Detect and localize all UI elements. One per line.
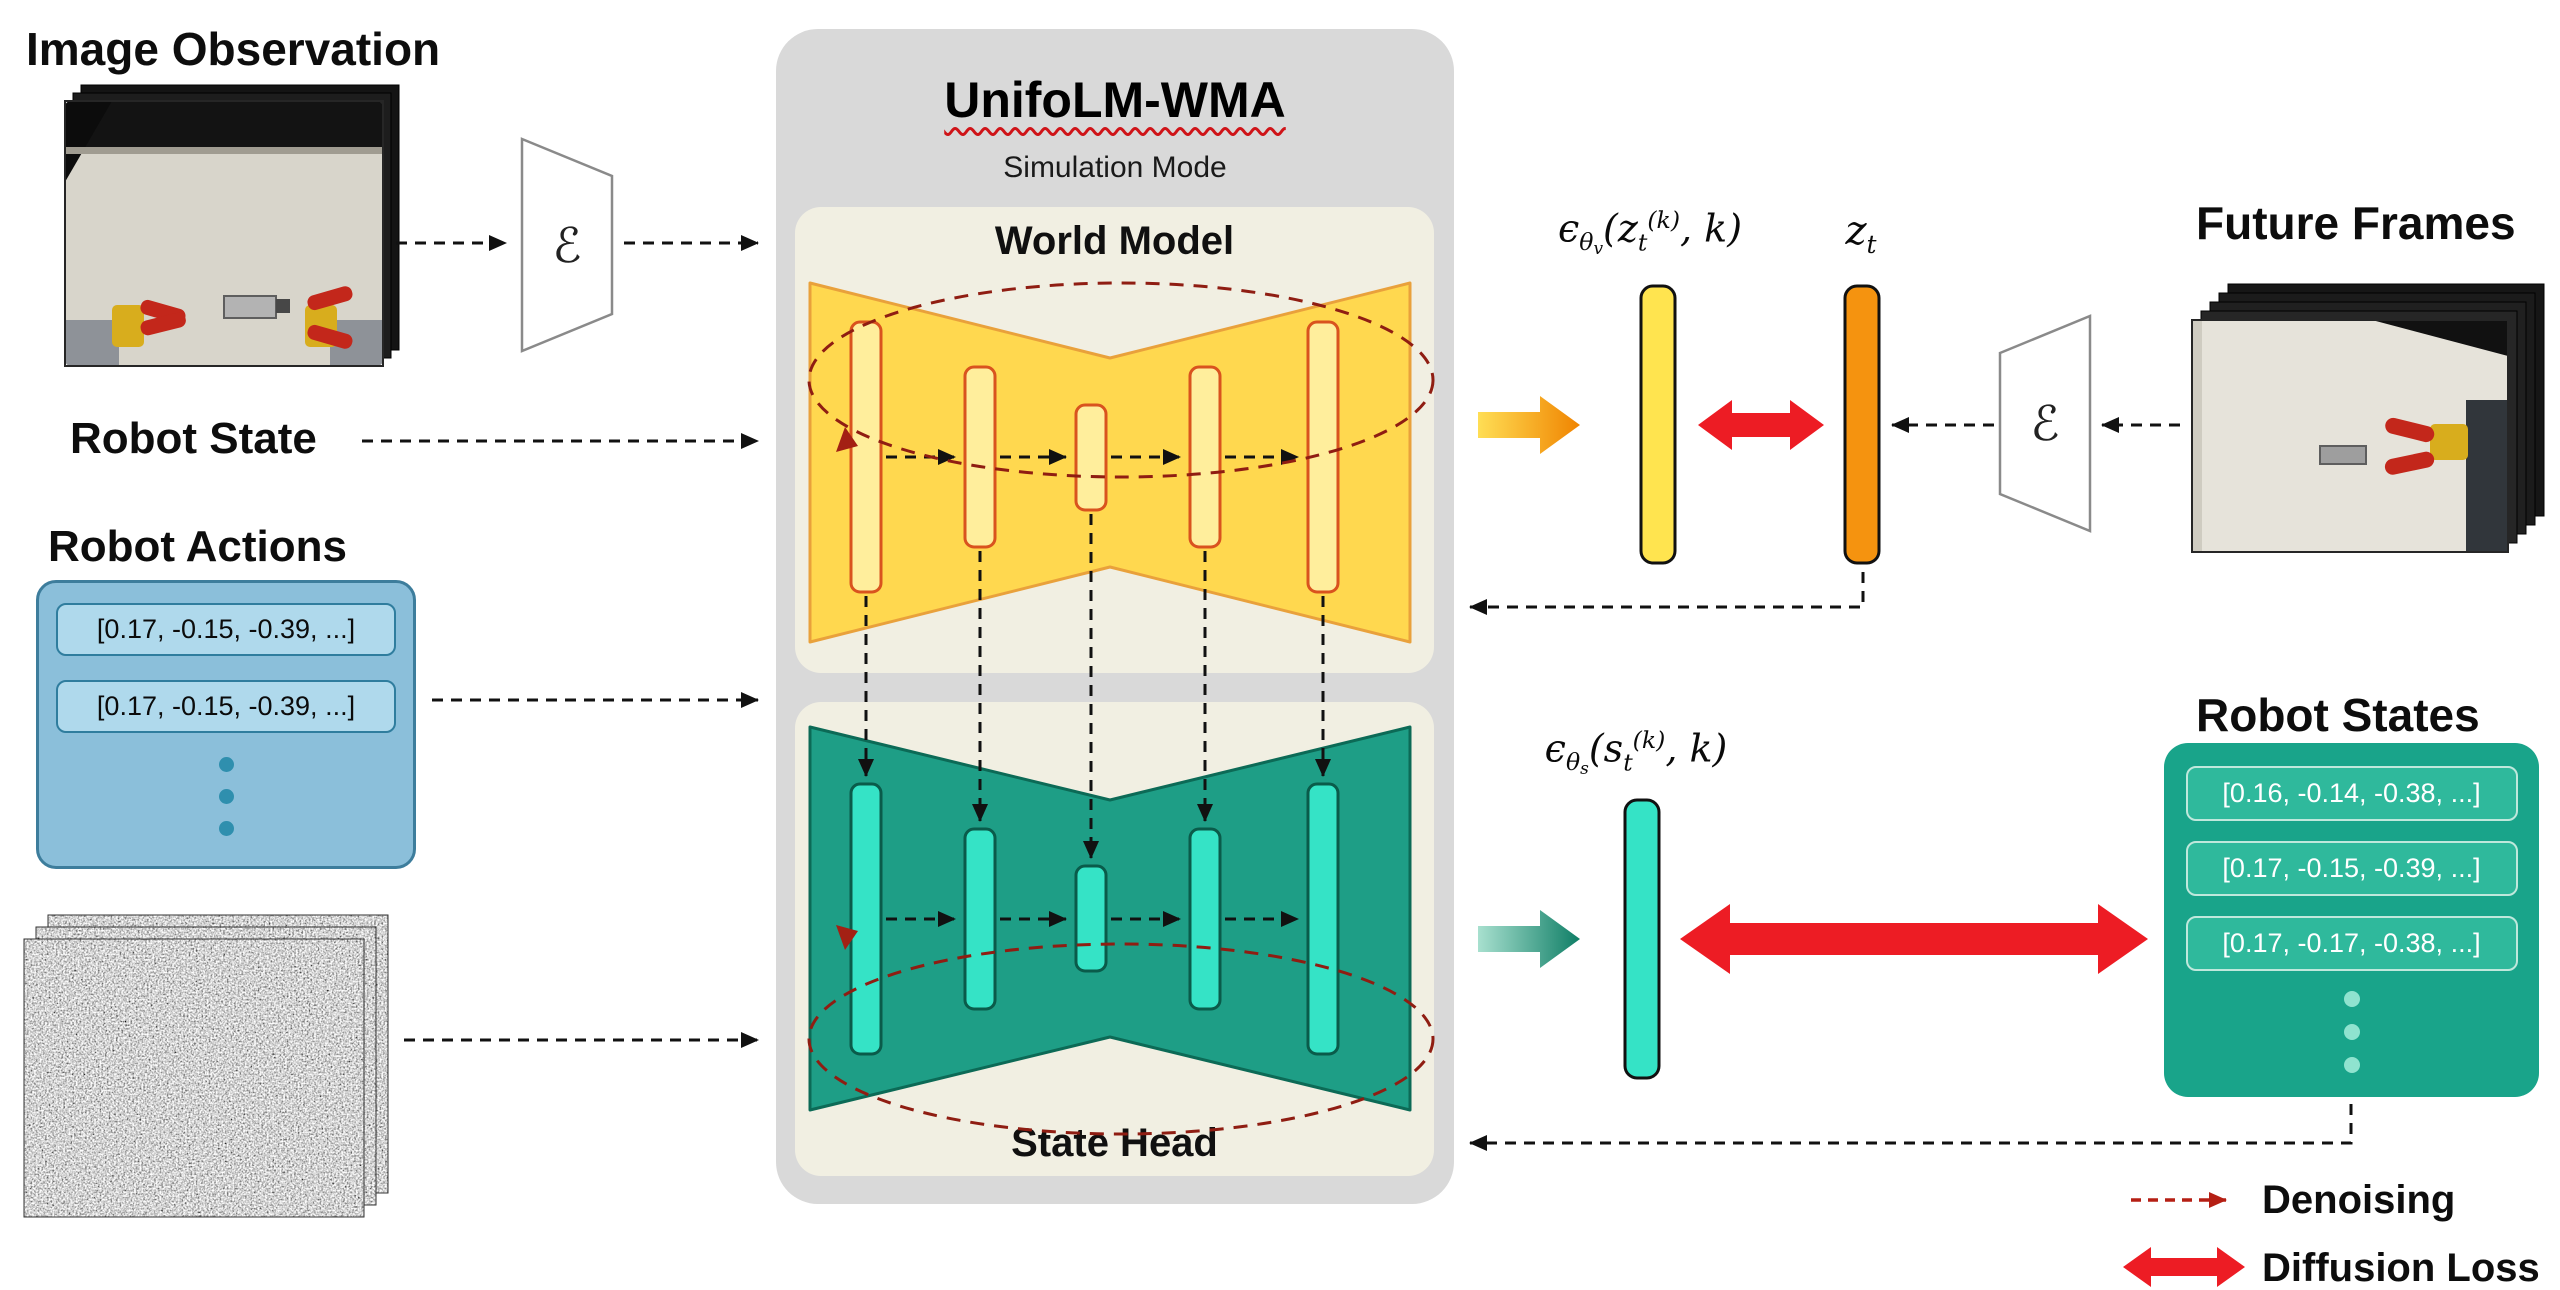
state-vector-row: [0.17, -0.17, -0.38, ...]	[2185, 916, 2518, 971]
noise-frame	[36, 927, 376, 1205]
frame-stack-layer	[2200, 310, 2518, 544]
noise-input-stack	[23, 914, 389, 1218]
simulation-mode-subtitle: Simulation Mode	[1003, 151, 1227, 184]
predicted-noise-bar	[1639, 284, 1677, 565]
photo-stack-layer	[72, 92, 392, 359]
state-noise-prediction-label: ϵθs(st(k), k)	[1544, 726, 1728, 779]
encoder-symbol: ℰ	[552, 218, 581, 274]
dot	[2343, 1057, 2360, 1073]
frame-stack-layer	[2218, 292, 2536, 526]
robot-actions-box: [0.17, -0.15, -0.39, ...] [0.17, -0.15, …	[36, 580, 416, 869]
dot	[2343, 991, 2360, 1007]
robot-states-box: [0.16, -0.14, -0.38, ...] [0.17, -0.15, …	[2164, 743, 2539, 1097]
dot	[2343, 1024, 2360, 1040]
robot-arm-base	[65, 320, 119, 366]
latent-zt-label: zt	[1845, 208, 1877, 259]
legend-denoising-label: Denoising	[2262, 1178, 2456, 1222]
latent-zt-bar	[1843, 284, 1881, 565]
work-object	[223, 295, 277, 319]
robot-actions-title: Robot Actions	[48, 522, 347, 571]
photo-stack-layer	[80, 84, 400, 351]
ellipsis-dots	[39, 757, 413, 836]
world-model-label: World Model	[994, 219, 1235, 263]
world-noise-prediction-label: ϵθv(zt(k), k)	[1557, 206, 1743, 259]
state-head-panel: State Head	[795, 702, 1434, 1176]
gripper	[2385, 417, 2435, 443]
model-title: UnifoLM-WMA	[944, 72, 1286, 128]
robot-arm-base	[330, 320, 383, 366]
work-object	[2319, 445, 2367, 465]
dot	[218, 821, 234, 836]
world-output-arrow	[1478, 396, 1580, 454]
action-vector-row: [0.17, -0.15, -0.39, ...]	[56, 680, 396, 733]
future-frames-title: Future Frames	[2196, 197, 2516, 249]
state-head-label: State Head	[1011, 1121, 1218, 1165]
frame-stack-layer	[2209, 301, 2527, 535]
robot-states-title: Robot States	[2196, 689, 2480, 741]
image-observation-title: Image Observation	[26, 23, 441, 75]
future-frames-encoder: ℰ	[1998, 314, 2092, 533]
ellipsis-dots	[2164, 991, 2539, 1073]
predicted-state-noise-bar	[1623, 798, 1661, 1080]
state-vector-row: [0.17, -0.15, -0.39, ...]	[2185, 841, 2518, 896]
action-vector-row: [0.17, -0.15, -0.39, ...]	[56, 603, 396, 656]
frame-stack-layer	[2227, 283, 2545, 517]
diffusion-loss-arrow	[1698, 400, 1824, 450]
state-output-arrow	[1478, 910, 1580, 968]
dot	[218, 789, 234, 804]
legend-diffusion-loss-label: Diffusion Loss	[2262, 1246, 2540, 1290]
diffusion-loss-arrow	[1680, 904, 2148, 974]
world-model-panel: World Model	[795, 207, 1434, 673]
robot-arm	[2466, 400, 2508, 552]
legend-diffusion-loss-arrow-icon	[2123, 1247, 2245, 1287]
robot-state-label: Robot State	[70, 414, 317, 463]
states-feedback-arrow	[1469, 1104, 2353, 1151]
latent-feedback-arrow	[1469, 572, 1865, 615]
unifolm-wma-panel: UnifoLM-WMA Simulation Mode World Model …	[776, 29, 1454, 1204]
noise-frame	[24, 939, 364, 1217]
encoder-symbol: ℰ	[2030, 396, 2059, 452]
image-observation-photo	[64, 84, 400, 367]
state-vector-row: [0.16, -0.14, -0.38, ...]	[2185, 766, 2518, 821]
dot	[218, 757, 234, 772]
image-encoder: ℰ	[520, 137, 614, 353]
future-frames-stack	[2191, 283, 2545, 553]
noise-frame	[48, 915, 388, 1193]
gripper	[140, 299, 186, 324]
